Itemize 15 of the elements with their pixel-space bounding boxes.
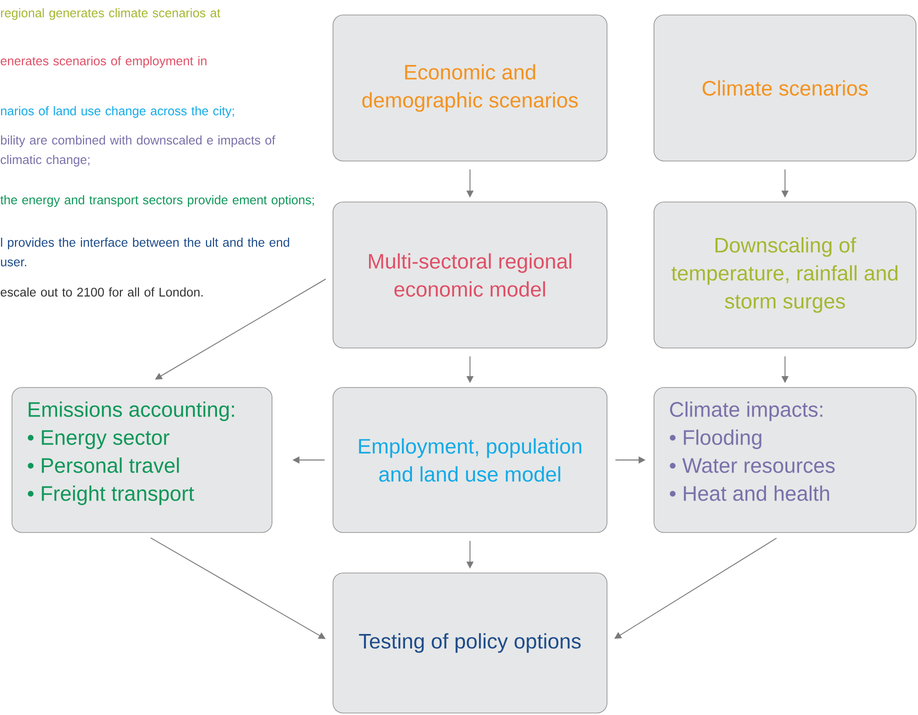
process-box: Climate scenarios — [654, 14, 916, 162]
note-text: escale out to 2100 for all of London. — [0, 287, 203, 297]
process-box: Testing of policy options — [332, 572, 608, 714]
process-box: Emissions accounting: • Energy sector • Personal travel • Freight transport — [12, 387, 272, 533]
note-text: enerates scenarios of employment in — [0, 56, 206, 68]
process-box: Climate impacts: • Flooding • Water resources • Heat and health — [654, 387, 916, 533]
process-box: Downscaling of temperature, rainfall and storm surges — [654, 202, 916, 348]
note-text: regional generates climate scenarios at — [1, 8, 220, 20]
process-box: Multi-sectoral regional economic model — [332, 202, 608, 348]
process-box: Employment, population and land use model — [332, 387, 608, 533]
note-text: narios of land use change across the city; — [1, 106, 234, 118]
process-box: Economic and demographic scenarios — [332, 14, 608, 162]
note-text: the energy and transport sectors provide ement options; — [0, 195, 314, 207]
note-text: l provides the interface between the ult and the end user. — [1, 238, 290, 266]
note-text: bility are combined with downscaled e impacts of climatic change; — [0, 135, 276, 167]
